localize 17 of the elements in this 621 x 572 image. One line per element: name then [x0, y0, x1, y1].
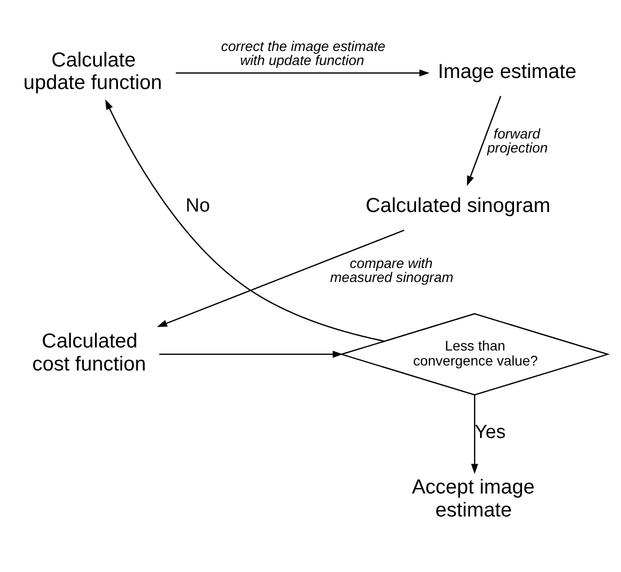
arrow [466, 95, 502, 186]
edge-label: correct the image estimate with update function [221, 38, 386, 68]
edge-label: No [186, 195, 210, 216]
node-text: Calculate update function [23, 48, 162, 94]
edge-label: forward projection [487, 125, 548, 156]
node-diamond: Less than convergence value? [339, 312, 610, 396]
node-text: Accept image estimate [412, 476, 535, 521]
node-text: Image estimate [438, 60, 576, 82]
node-text: Calculated cost function [32, 330, 146, 376]
arrow [176, 68, 430, 76]
edge-label: compare with measured sinogram [330, 254, 454, 284]
arrow [156, 229, 404, 327]
arrow [105, 98, 384, 342]
node-text: Calculated sinogram [366, 194, 550, 217]
edge-label: Yes [474, 421, 506, 442]
arrow [471, 394, 478, 474]
arrow [159, 350, 343, 358]
